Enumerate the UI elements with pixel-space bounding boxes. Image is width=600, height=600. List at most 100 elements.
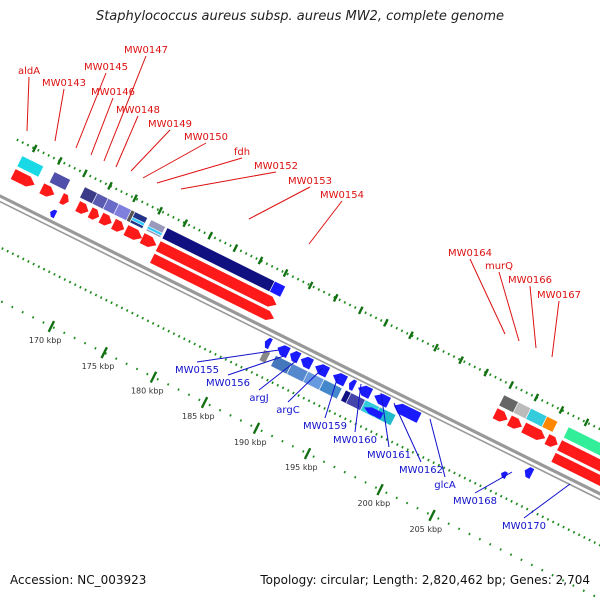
scale-dot-ruler [135, 367, 139, 371]
forward-gene-leader [469, 258, 506, 335]
scale-dot-inner [302, 396, 306, 400]
forward-gene-label: MW0145 [84, 62, 128, 73]
forward-cds-arrow [150, 253, 274, 320]
label-layer: aldAMW0143MW0145MW0146MW0147MW0148MW0149… [18, 45, 581, 532]
forward-gene-label: MW0150 [184, 132, 228, 143]
scale-dot-outer [551, 404, 554, 408]
scale-dot-inner [422, 456, 425, 459]
scale-dot-inner [203, 347, 207, 351]
reverse-gene-label: MW0155 [175, 365, 219, 376]
scale-dot-outer [592, 424, 596, 428]
scale-dot-outer [276, 267, 279, 271]
scale-dot-inner [551, 520, 555, 524]
scale-dot-inner [562, 525, 565, 529]
scale-dot-outer [338, 298, 341, 302]
scale-dot-inner [214, 352, 217, 356]
scale-dot-outer [504, 380, 508, 384]
backbone-line-inner [0, 200, 600, 501]
forward-cds-arrow [492, 408, 508, 422]
scale-dot-outer [47, 154, 50, 157]
scale-major-tick [132, 194, 138, 203]
topology-summary: Topology: circular; Length: 2,820,462 bp… [260, 573, 590, 587]
scale-dot-outer [307, 282, 310, 286]
scale-dot-inner [338, 414, 342, 418]
forward-cds-arrow [75, 201, 89, 214]
tick-label: 185 kbp [182, 412, 215, 421]
scale-dot-inner [583, 535, 586, 539]
forward-gene-leader [103, 55, 147, 162]
scale-dot-inner [94, 293, 98, 297]
scale-dot-inner [390, 440, 394, 444]
scale-dot-inner [344, 417, 347, 421]
reverse-cds-arrow [277, 345, 291, 358]
forward-gene-leader [54, 88, 65, 142]
scale-dot-inner [224, 358, 228, 361]
scale-dot-outer [281, 270, 284, 273]
scale-dot-ruler [52, 326, 56, 330]
scale-dot-outer [151, 205, 154, 209]
scale-dot-inner [42, 267, 46, 271]
forward-cds-arrow [155, 241, 277, 307]
scale-dot-outer [68, 164, 71, 168]
scale-dot-ruler [353, 475, 357, 479]
forward-product-block [16, 155, 45, 178]
scale-dot-inner [11, 252, 15, 256]
scale-dot-outer [73, 166, 76, 170]
forward-cds-arrow [10, 169, 35, 187]
scale-dot-outer [255, 257, 258, 261]
reverse-cds-arrow [290, 351, 302, 364]
scale-major-tick [383, 318, 389, 327]
scale-dot-outer [478, 368, 482, 371]
scale-dot-ruler [125, 362, 128, 366]
scale-major-tick [458, 356, 464, 365]
forward-product-block [48, 171, 72, 191]
scale-major-tick [357, 306, 364, 315]
reverse-cds-arrow [364, 407, 384, 420]
scale-dot-ruler [364, 481, 367, 484]
scale-dot-inner [577, 533, 581, 537]
scale-dot-inner [463, 476, 467, 480]
scale-major-tick [508, 380, 515, 390]
scale-dot-inner [323, 407, 326, 410]
scale-dot-inner [333, 412, 337, 416]
reverse-gene-leader [258, 360, 297, 391]
reverse-gene-leader [393, 402, 422, 463]
scale-dot-ruler [250, 424, 253, 428]
scale-dot-inner [255, 373, 259, 377]
forward-gene-leader [75, 72, 107, 149]
scale-dot-outer [322, 290, 326, 294]
scale-dot-outer [140, 200, 144, 204]
scale-dot-inner [131, 311, 134, 315]
scale-dot-outer [239, 249, 243, 253]
scale-dot-outer [582, 419, 586, 423]
scale-dot-inner [110, 301, 113, 305]
scale-dot-outer [302, 280, 305, 284]
scale-dot-ruler [270, 434, 274, 438]
scale-dot-ruler [115, 357, 118, 360]
scale-dot-inner [510, 499, 513, 503]
scale-dot-outer [463, 360, 466, 364]
scale-major-tick [107, 181, 113, 190]
backbone-layer [0, 194, 600, 501]
forward-gene-leader [529, 285, 537, 349]
scale-dot-ruler [31, 316, 35, 319]
scale-dot-outer [343, 300, 347, 304]
scale-dot-inner [567, 528, 570, 532]
ruler-major-tick [149, 371, 158, 384]
scale-dot-inner [151, 321, 155, 325]
scale-dot-inner [286, 388, 290, 392]
scale-dot-ruler [166, 383, 170, 386]
scale-major-tick [182, 219, 189, 228]
ruler-major-tick [303, 447, 312, 460]
reverse-cds-arrow [333, 373, 348, 387]
scale-dot-inner [473, 481, 477, 485]
scale-major-tick [56, 156, 63, 166]
tick-label: 195 kbp [285, 463, 318, 472]
scale-dot-outer [224, 241, 227, 245]
scale-dot-inner [141, 316, 144, 320]
scale-dot-inner [125, 309, 129, 312]
scale-dot-inner [484, 486, 487, 490]
forward-gene-leader [115, 115, 139, 168]
scale-dot-outer [89, 174, 92, 178]
